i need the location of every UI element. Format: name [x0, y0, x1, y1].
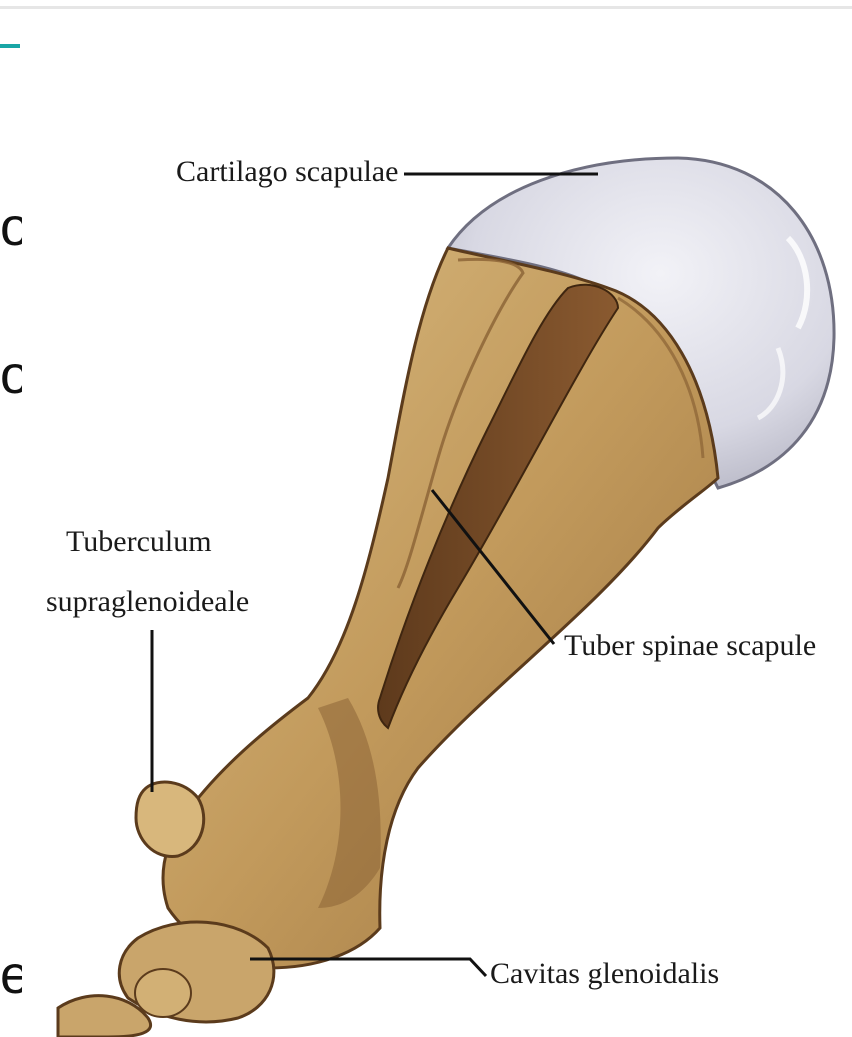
- slide-accent-bar: [0, 44, 20, 48]
- label-cartilago-scapulae: Cartilago scapulae: [176, 152, 398, 191]
- label-cavitas-glenoidalis: Cavitas glenoidalis: [490, 954, 719, 993]
- label-tuberculum-line2: supraglenoideale: [46, 582, 249, 621]
- supraglenoid-tubercle: [136, 782, 204, 856]
- label-tuberculum-line1: Tuberculum: [66, 522, 212, 561]
- label-tuber-spinae-scapule: Tuber spinae scapule: [564, 626, 816, 665]
- joint-knob: [135, 969, 191, 1017]
